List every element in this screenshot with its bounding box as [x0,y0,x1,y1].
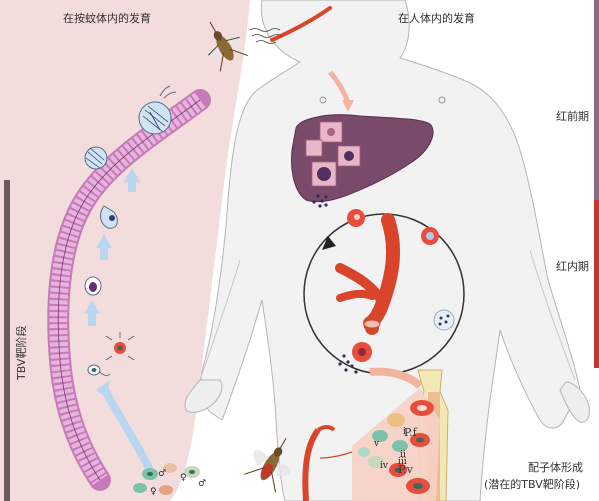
pre-erythrocytic-bar [594,0,599,200]
male-symbol-2: ♂ [198,479,206,489]
mosquito-development-label: 在按蚊体内的发育 [63,10,151,26]
rbc-trophozoite [421,227,439,245]
tbv-stage-label: TBV靶阶段 [13,326,29,380]
pre-erythrocytic-label: 红前期 [556,108,589,124]
erythrocytic-bar [594,200,599,368]
potential-tbv-label: (潜在的TBV靶阶段) [484,476,580,492]
roman-numeral-4: iv [380,461,389,471]
rbc-schizont [434,310,454,330]
female-symbol-2: ♀ [150,487,157,497]
gametocyte-label: 配子体形成 [528,459,583,475]
erythrocytic-label: 红内期 [556,258,589,274]
female-symbol-1: ♀ [180,473,187,483]
tbv-bar [4,180,10,501]
male-symbol-1: ♂ [158,469,166,479]
human-development-label: 在人体内的发育 [398,10,475,26]
zygote [85,277,101,295]
oocyst-small [85,147,107,169]
pf-label: P.f [404,426,417,439]
roman-numeral-5: v [373,439,380,449]
pv-label: P.v [398,463,413,476]
rbc-ring-stage [347,209,365,227]
